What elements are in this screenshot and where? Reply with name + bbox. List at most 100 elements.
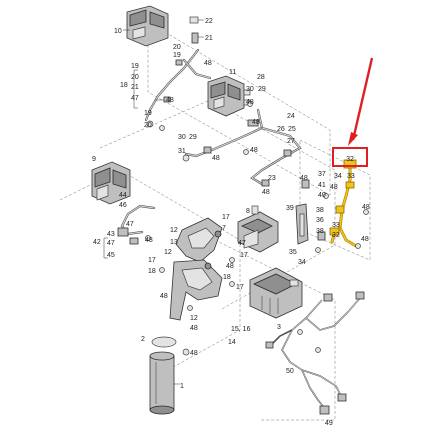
callout-48i: 48 [226,263,234,270]
brake-lines-middle [182,101,302,187]
callout-21b: 21 [131,84,139,91]
callout-20b: 20 [131,74,139,81]
right-bracket-parts [295,179,329,253]
callout-11: 11 [229,69,236,76]
callout-25: 25 [288,126,296,133]
highlight-arrowhead [348,132,358,146]
callout-8: 8 [246,208,250,215]
callout-labels: 10 22 21 20 19 48 19 20 18 21 47 48 19 2… [92,18,370,427]
callout-18c: 18 [223,274,231,281]
callout-39: 39 [286,205,294,212]
highlight-box [332,147,368,167]
highlighted-brake-line [329,159,369,249]
callout-9: 9 [92,156,96,163]
control-unit-11 [207,75,251,117]
callout-19: 19 [173,52,181,59]
callout-30: 30 [246,86,254,93]
callout-48c: 48 [246,99,254,106]
central-bracket [159,217,235,321]
fuel-pump-1 [149,336,190,415]
callout-17b: 17 [222,214,230,221]
callout-35: 35 [289,249,297,256]
callout-38b: 38 [316,228,324,235]
callout-47: 47 [131,95,139,102]
callout-48n: 48 [330,184,338,191]
valve-block-8 [237,205,279,253]
callout-47c: 47 [126,221,134,228]
callout-26: 26 [277,126,285,133]
callout-22: 22 [205,18,213,25]
callout-48k: 48 [190,325,198,332]
callout-12: 12 [170,227,178,234]
callout-48: 48 [204,60,212,67]
callout-19c: 19 [144,110,152,117]
callout-48l: 48 [190,350,198,357]
callout-3: 3 [277,324,281,331]
callout-21: 21 [205,35,213,42]
callout-34: 34 [298,259,306,266]
callout-38: 38 [316,207,324,214]
callout-1: 1 [180,383,184,390]
callout-23: 23 [268,175,276,182]
highlight-arrow [351,57,374,141]
callout-27: 27 [287,138,295,145]
callout-48h: 48 [145,237,153,244]
highlight-marker: 32 [332,57,374,167]
callout-29b: 29 [189,134,197,141]
fitting-22-21 [189,16,204,44]
callout-40: 40 [318,192,326,199]
callout-17d: 17 [236,284,244,291]
callout-41: 41 [318,182,326,189]
callout-20: 20 [173,44,181,51]
callout-15-16: 15, 16 [231,326,251,333]
wiring-harness [265,291,365,415]
callout-17: 17 [148,257,156,264]
callout-48j: 48 [160,293,168,300]
callout-42: 42 [93,239,101,246]
callout-36: 36 [316,217,324,224]
control-unit-9 [91,161,131,205]
callout-43: 43 [107,231,115,238]
callout-29: 29 [258,86,266,93]
callout-48o: 48 [362,204,370,211]
callout-20c: 20 [144,122,152,129]
callout-44: 44 [119,192,127,199]
callout-47b: 47 [107,240,115,247]
callout-12b: 12 [164,249,172,256]
bracket-lines-left [103,204,156,259]
callout-45: 45 [107,252,115,259]
callout-48d: 48 [252,119,260,126]
callout-31: 31 [178,148,186,155]
callout-48e: 48 [212,155,220,162]
callout-50: 50 [286,368,294,375]
callout-14: 14 [228,339,236,346]
callout-48m: 48 [300,175,308,182]
callout-24: 24 [287,113,295,120]
canister-3 [249,267,303,319]
callout-33: 33 [347,173,355,180]
highlight-box-label: 32 [346,156,354,163]
control-unit-10 [123,5,169,47]
callout-48b: 48 [166,97,174,104]
callout-48p: 48 [361,236,369,243]
brake-line-upper-left [133,48,212,131]
callout-18: 18 [120,82,128,89]
callout-48f: 48 [250,147,258,154]
callout-30b: 30 [178,134,186,141]
callout-19b: 19 [131,63,139,70]
callout-34b: 34 [334,173,342,180]
callout-13: 13 [170,239,178,246]
callout-37: 37 [318,171,326,178]
callout-47d: 47 [238,240,246,247]
callout-10: 10 [114,28,122,35]
callout-48g: 48 [262,189,270,196]
callout-33b: 33 [332,222,340,229]
callout-28: 28 [257,74,265,81]
callout-7: 7 [222,225,226,232]
callout-18b: 18 [148,268,156,275]
callout-12c: 12 [190,315,198,322]
callout-2: 2 [141,336,145,343]
callout-17c: 17 [240,252,248,259]
callout-46: 46 [119,202,127,209]
